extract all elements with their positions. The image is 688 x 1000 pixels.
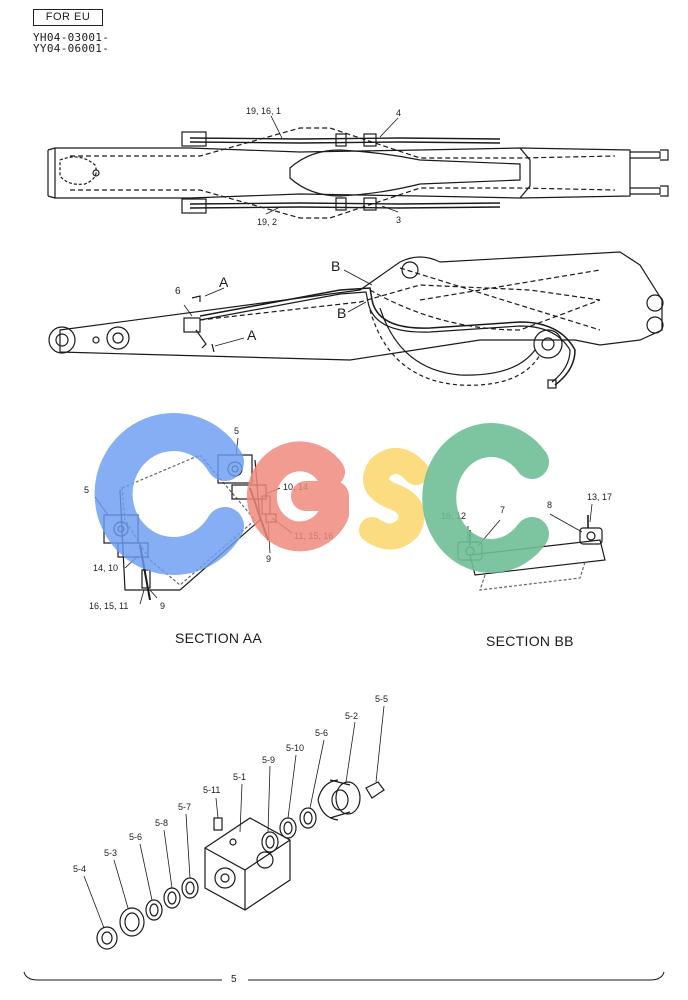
callout-label: 5-4	[73, 864, 87, 874]
callout-label: 5-8	[155, 818, 169, 828]
callout-label: 5-11	[203, 785, 221, 795]
section-bb-title: SECTION BB	[486, 633, 574, 649]
callout-label: 5	[234, 426, 240, 436]
callout-label: 6	[175, 286, 181, 297]
callout-label: 19, 16, 1	[246, 106, 282, 116]
callout-label: 5-10	[286, 743, 305, 753]
callout-label: 3	[396, 215, 402, 225]
section-marker: A	[247, 327, 257, 343]
callout-label: 5-7	[178, 802, 192, 812]
callout-label: 7	[500, 505, 506, 515]
section-marker: B	[331, 258, 341, 274]
callout-label: 9	[266, 554, 272, 564]
callout-label: 5-1	[233, 772, 247, 782]
callout-label: 19, 2	[257, 217, 278, 227]
callout-label: 5-6	[129, 832, 143, 842]
callout-label: 4	[396, 108, 402, 118]
callout-label: 13, 17	[587, 492, 613, 502]
callout-label: 5-3	[104, 848, 118, 858]
watermark-letter-c2	[422, 423, 549, 573]
exploded-view-drawing	[23, 705, 665, 981]
section-marker: B	[337, 305, 347, 321]
callout-label: 5-2	[345, 711, 359, 721]
watermark-letter-s	[359, 448, 429, 550]
callout-label: 5	[84, 485, 90, 495]
boom-side-view	[48, 251, 664, 389]
region-label: FOR EU	[33, 9, 103, 26]
callout-label: 8	[547, 500, 553, 510]
serial-range-2: YY04-06001-	[33, 42, 110, 55]
callout-label: 9	[160, 601, 166, 611]
callout-label: 5-6	[315, 728, 329, 738]
watermark-letter-c1	[94, 413, 244, 575]
section-aa-title: SECTION AA	[175, 630, 263, 646]
assembly-label: 5	[231, 974, 237, 985]
callout-label: 16, 15, 11	[89, 601, 129, 611]
callout-label: 14, 10	[93, 563, 119, 573]
serial-range-1: YH04-03001-	[33, 31, 110, 44]
callout-label: 5-9	[262, 755, 276, 765]
section-marker: A	[219, 274, 229, 290]
boom-top-view	[47, 115, 669, 219]
watermark-letter-g	[246, 441, 349, 552]
callout-label: 5-5	[375, 694, 389, 704]
